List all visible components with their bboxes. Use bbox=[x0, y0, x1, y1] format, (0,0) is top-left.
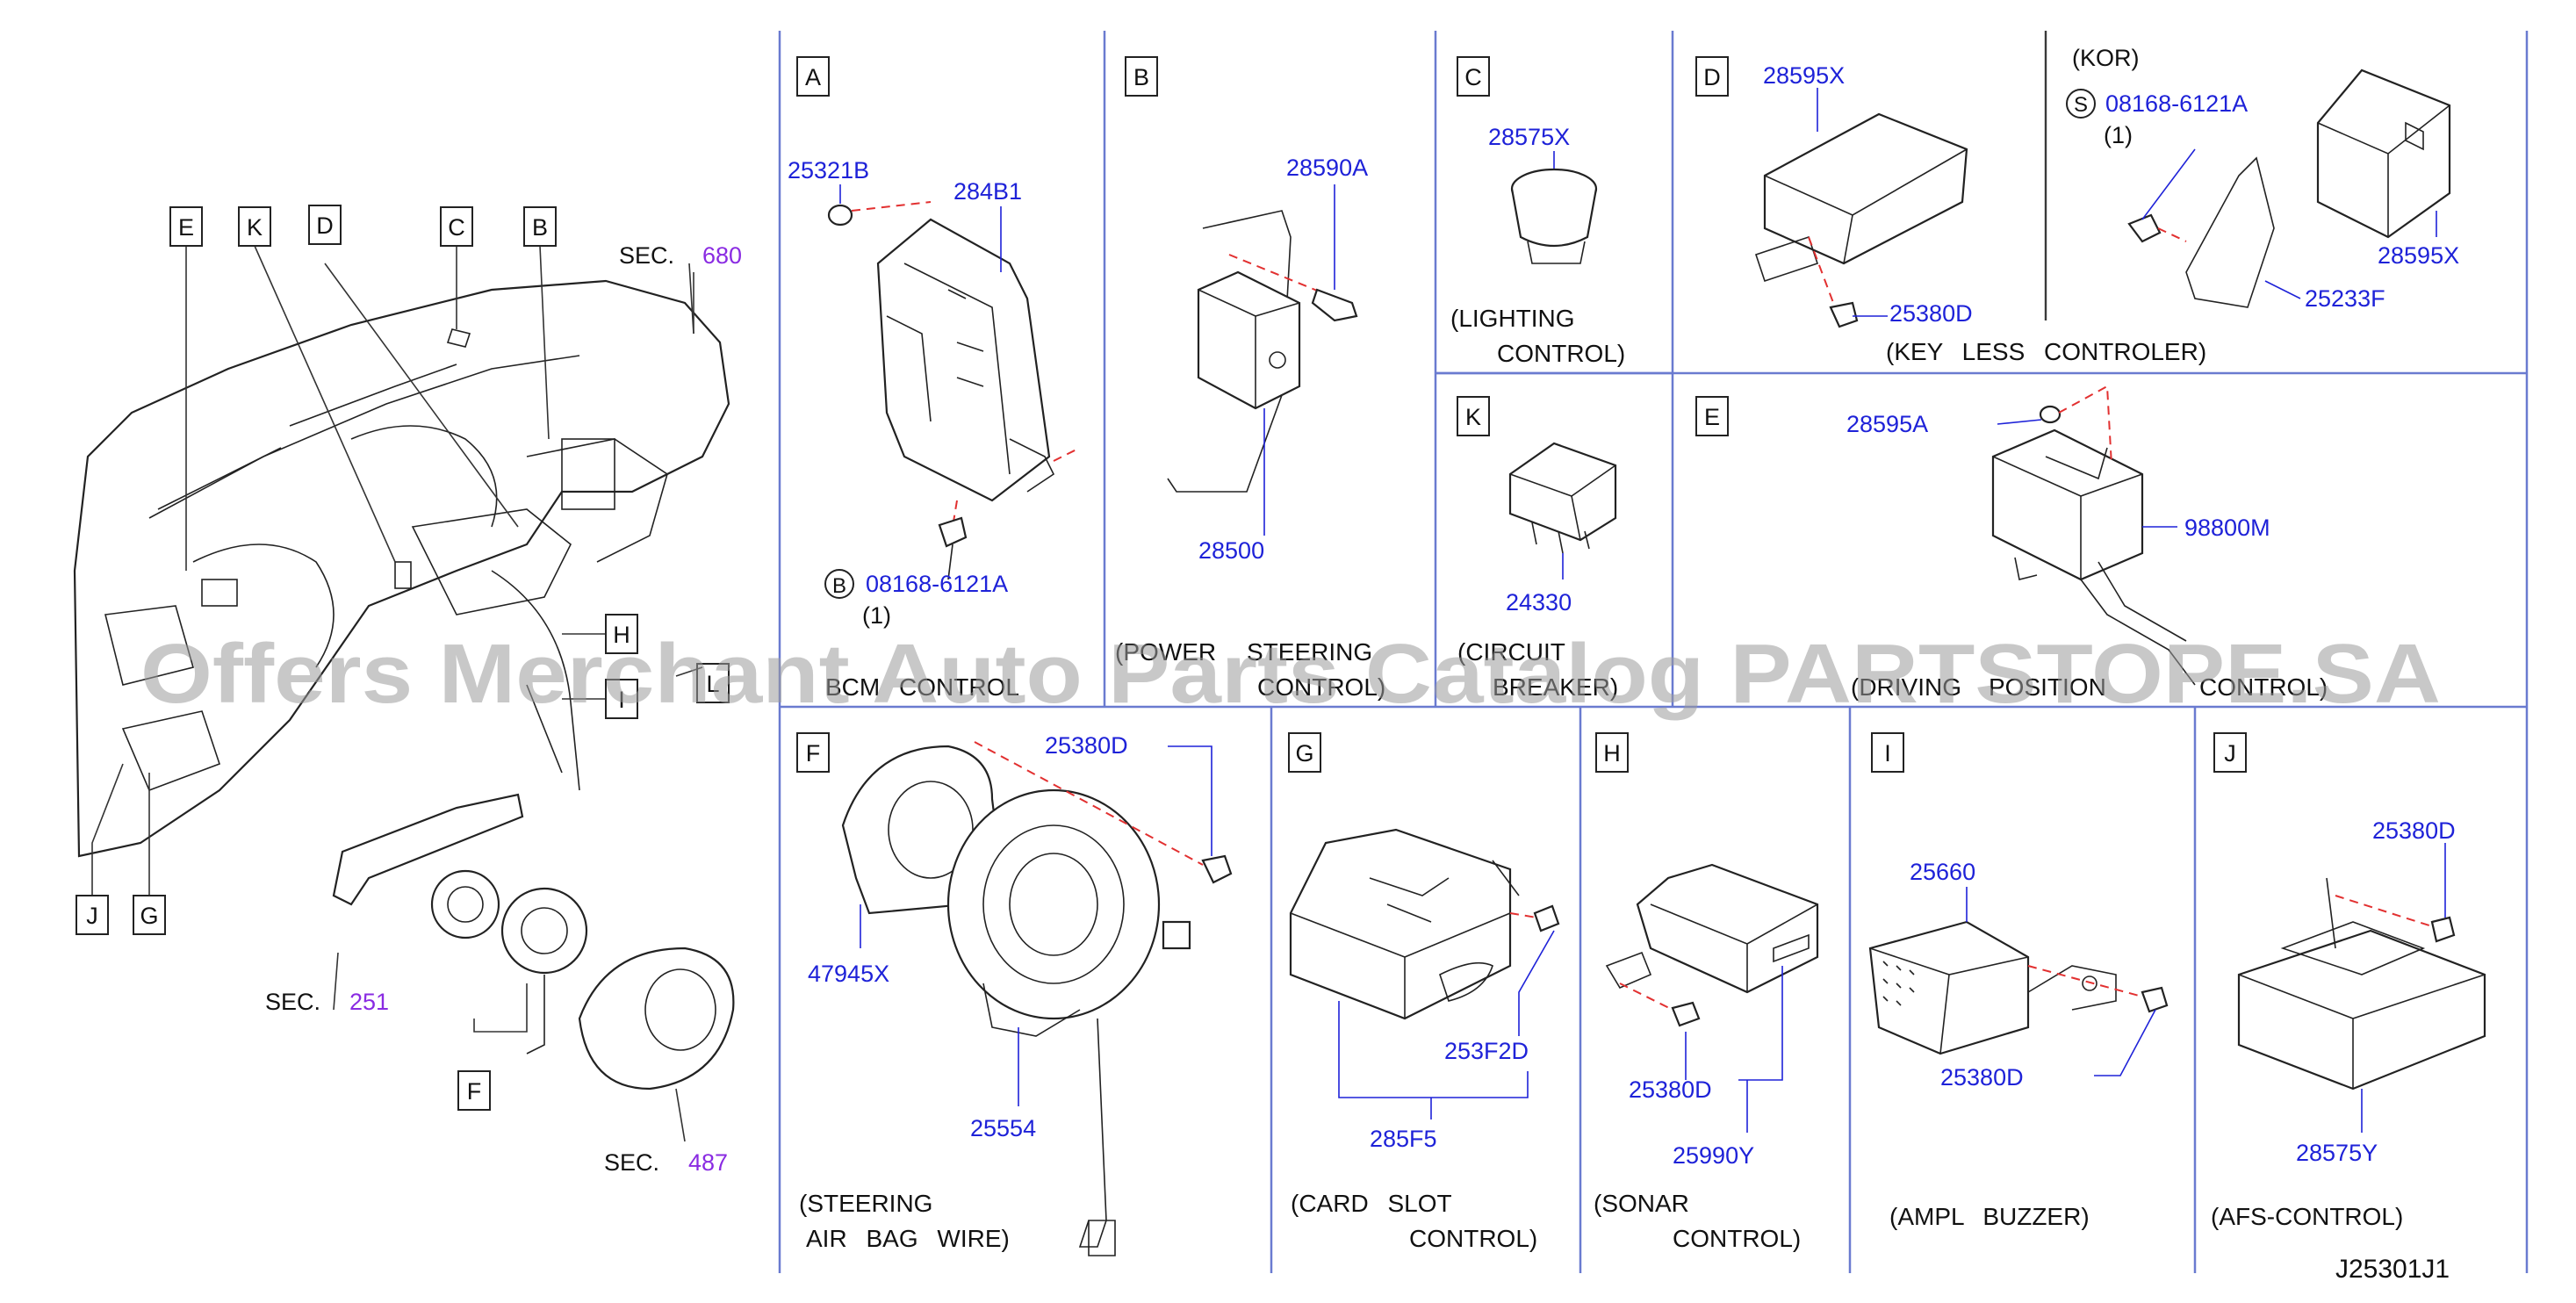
part-98800m[interactable]: 98800M bbox=[2184, 515, 2270, 541]
overview-label-f[interactable]: F bbox=[467, 1078, 482, 1105]
panel-g-letter: G bbox=[1295, 740, 1313, 767]
overview-label-e[interactable]: E bbox=[178, 214, 194, 241]
part-28500[interactable]: 28500 bbox=[1198, 537, 1264, 564]
part-08168-6121a-d[interactable]: 08168-6121A bbox=[2105, 90, 2248, 117]
panel-d-bolt-marker: S bbox=[2074, 93, 2088, 117]
panel-e-caption-line1: (DRIVING bbox=[1851, 673, 1961, 701]
panel-h-caption-line1: (SONAR bbox=[1594, 1190, 1689, 1217]
panel-d-qty: (1) bbox=[2104, 122, 2133, 148]
part-25554[interactable]: 25554 bbox=[970, 1115, 1036, 1141]
panel-i: I 25660 25380D (AMPL BUZZER) bbox=[1868, 732, 2169, 1230]
panel-a-bolt-marker: B bbox=[832, 574, 846, 598]
panel-h: H 25380D 25990Y (SONAR CONTROL) bbox=[1594, 732, 1819, 1252]
part-28575x[interactable]: 28575X bbox=[1488, 124, 1570, 150]
panel-e: E 28595A 98800M (DRIVING POSITION CONTRO… bbox=[1695, 385, 2328, 701]
dashboard-overview bbox=[73, 245, 735, 1142]
part-25321b[interactable]: 25321B bbox=[788, 157, 869, 184]
overview-label-l[interactable]: L bbox=[706, 671, 719, 697]
part-28575y[interactable]: 28575Y bbox=[2296, 1140, 2378, 1166]
panel-d-region: (KOR) bbox=[2072, 45, 2140, 71]
panel-i-letter: I bbox=[1884, 740, 1891, 767]
part-25233f[interactable]: 25233F bbox=[2305, 285, 2385, 312]
panel-h-caption-line2: CONTROL) bbox=[1673, 1225, 1801, 1252]
part-28595x-d[interactable]: 28595X bbox=[1763, 62, 1845, 89]
part-284b1[interactable]: 284B1 bbox=[953, 178, 1022, 205]
panel-c: C 28575X (LIGHTING CONTROL) bbox=[1450, 56, 1625, 367]
panel-b-caption-line3: CONTROL) bbox=[1257, 673, 1385, 701]
part-25380d-h[interactable]: 25380D bbox=[1629, 1076, 1712, 1103]
panel-e-letter: E bbox=[1704, 404, 1720, 430]
panel-k-caption-line2: BREAKER) bbox=[1493, 673, 1618, 701]
panel-f-caption-line1: (STEERING bbox=[799, 1190, 932, 1217]
panel-k-caption-line1: (CIRCUIT bbox=[1457, 638, 1565, 666]
panel-c-caption-line1: (LIGHTING bbox=[1450, 305, 1575, 332]
panel-k: K 24330 (CIRCUIT BREAKER) bbox=[1457, 396, 1618, 701]
overview-label-i[interactable]: I bbox=[618, 687, 625, 713]
watermark: Offers Merchant Auto Parts Catalog PARTS… bbox=[140, 627, 2441, 721]
panel-g: G 253F2D 285F5 (CARD SLOT CONTROL) bbox=[1288, 732, 1560, 1252]
part-08168-6121a-a[interactable]: 08168-6121A bbox=[866, 571, 1008, 597]
panel-a-letter: A bbox=[805, 64, 821, 90]
sec-680-link[interactable]: 680 bbox=[702, 242, 742, 269]
sec-487-prefix: SEC. bbox=[604, 1149, 659, 1176]
overview-label-h[interactable]: H bbox=[613, 622, 630, 648]
panel-b: B 28590A 28500 (POWER STEERING CONTROL) bbox=[1115, 56, 1385, 701]
panel-j-letter: J bbox=[2224, 740, 2236, 767]
panel-f-caption-line2: AIR BAG WIRE) bbox=[806, 1225, 1010, 1252]
sec-251-prefix: SEC. bbox=[265, 989, 320, 1015]
part-28590a[interactable]: 28590A bbox=[1286, 155, 1368, 181]
part-25660[interactable]: 25660 bbox=[1910, 859, 1975, 885]
part-24330[interactable]: 24330 bbox=[1506, 589, 1572, 616]
panel-f-letter: F bbox=[806, 740, 821, 767]
panel-d-caption: (KEY LESS CONTROLER) bbox=[1886, 338, 2206, 365]
sec-251-link[interactable]: 251 bbox=[349, 989, 389, 1015]
overview-label-c[interactable]: C bbox=[448, 214, 465, 241]
panel-i-caption: (AMPL BUZZER) bbox=[1889, 1203, 2090, 1230]
part-25380d-d[interactable]: 25380D bbox=[1889, 300, 1973, 327]
sec-680-prefix: SEC. bbox=[619, 242, 674, 269]
panel-k-letter: K bbox=[1465, 404, 1481, 430]
panel-d-letter: D bbox=[1703, 64, 1721, 90]
part-28595a[interactable]: 28595A bbox=[1846, 411, 1928, 437]
panel-h-letter: H bbox=[1603, 740, 1621, 767]
overview-label-b[interactable]: B bbox=[532, 214, 548, 241]
panel-a-caption: BCM CONTROL bbox=[825, 673, 1019, 701]
sec-487-link[interactable]: 487 bbox=[688, 1149, 728, 1176]
panel-a-qty: (1) bbox=[862, 602, 891, 629]
panel-j-caption: (AFS-CONTROL) bbox=[2211, 1203, 2403, 1230]
panel-g-caption-line2: CONTROL) bbox=[1409, 1225, 1537, 1252]
part-47945x[interactable]: 47945X bbox=[808, 961, 889, 987]
part-25380d-i[interactable]: 25380D bbox=[1940, 1064, 2024, 1091]
panel-e-caption-line3: CONTROL) bbox=[2199, 673, 2328, 701]
overview-labels: E K D C B H I J G F L SEC. 680 SEC. 251 … bbox=[76, 205, 742, 1176]
overview-label-g[interactable]: G bbox=[140, 903, 158, 929]
part-285f5[interactable]: 285F5 bbox=[1370, 1126, 1437, 1152]
overview-label-k[interactable]: K bbox=[247, 214, 263, 241]
part-253f2d[interactable]: 253F2D bbox=[1444, 1038, 1529, 1064]
panel-e-caption-line2: POSITION bbox=[1989, 673, 2106, 701]
part-25380d-f[interactable]: 25380D bbox=[1045, 732, 1128, 759]
panel-b-letter: B bbox=[1133, 64, 1149, 90]
panel-c-caption-line2: CONTROL) bbox=[1497, 340, 1625, 367]
part-25380d-j[interactable]: 25380D bbox=[2372, 817, 2456, 844]
panel-g-caption-line1: (CARD SLOT bbox=[1291, 1190, 1452, 1217]
drawing-id: J25301J1 bbox=[2335, 1255, 2450, 1284]
part-28595x-kor[interactable]: 28595X bbox=[2378, 242, 2459, 269]
overview-label-j[interactable]: J bbox=[86, 903, 98, 929]
panel-a: A 25321B 284B1 B 08168-6121A (1) BCM CON… bbox=[788, 56, 1081, 701]
panel-j: J 25380D 28575Y (AFS-CONTROL) bbox=[2211, 732, 2486, 1230]
panel-c-letter: C bbox=[1464, 64, 1482, 90]
panel-f: F 25380D 47945X 25554 (STEERING AIR BAG … bbox=[796, 732, 1233, 1256]
panel-b-caption-line2: STEERING bbox=[1247, 638, 1372, 666]
part-25990y[interactable]: 25990Y bbox=[1673, 1142, 1754, 1169]
panel-b-caption-line1: (POWER bbox=[1115, 638, 1216, 666]
panel-d: D 28595X 25380D (KOR) S 08168-6121A (1) … bbox=[1695, 45, 2459, 365]
overview-label-d[interactable]: D bbox=[316, 212, 334, 239]
